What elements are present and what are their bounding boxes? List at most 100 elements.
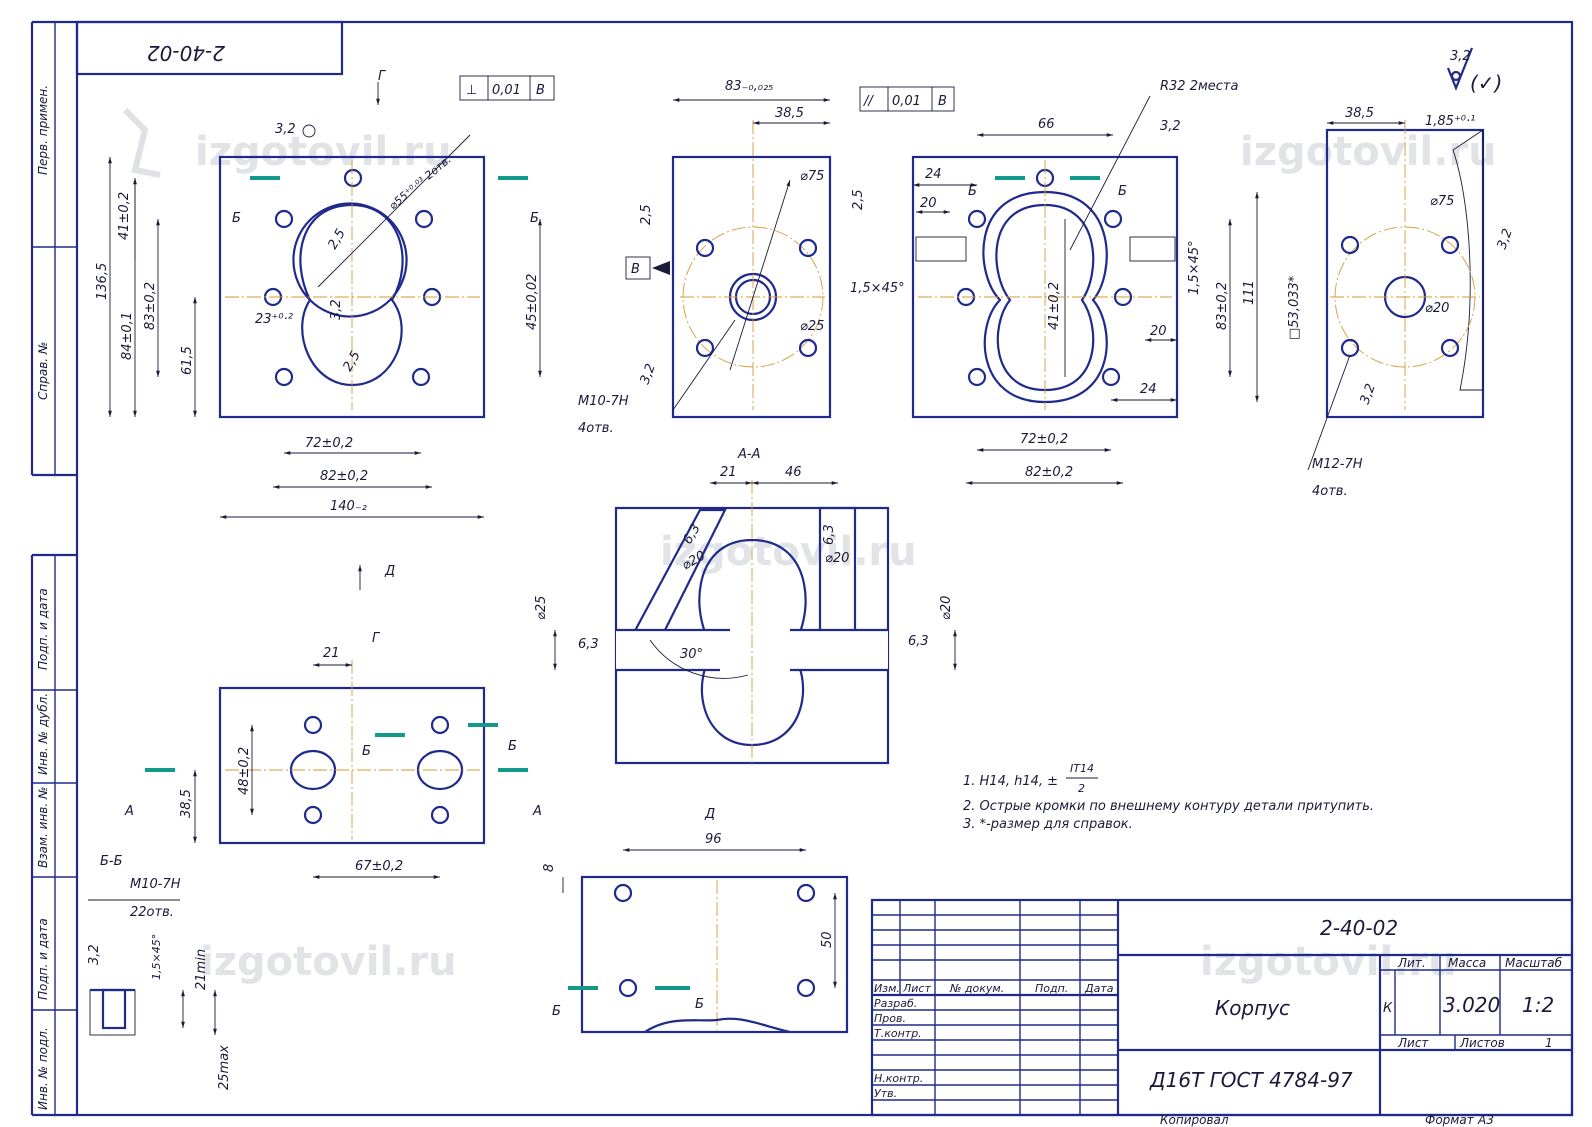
tb-row-tech-control: Т.контр. [874, 1027, 922, 1040]
dim: 21 [323, 646, 340, 661]
dim: □53,033* [1287, 275, 1302, 340]
section-bb: Б-Б M10-7H 22отв. 3,2 1,5×45° 21min 25ma… [87, 854, 232, 1090]
dim: 38,5 [179, 789, 194, 818]
label-g: Г [378, 69, 387, 84]
dim: ⌀20 [939, 596, 954, 620]
tb-scale-label: Масштаб [1505, 956, 1563, 970]
label-b: Б [552, 1004, 561, 1019]
view-d-arrow-label: Д [384, 564, 395, 579]
dim: 3,2 [1160, 119, 1181, 134]
dim: 3,2 [87, 944, 102, 965]
dim: 66 [1038, 117, 1055, 132]
dim: 21 [720, 465, 737, 480]
stamp-orig-inv: Инв. № подл. [36, 1027, 50, 1110]
tb-sheet-label: Лист [1397, 1036, 1429, 1050]
dim: 23⁺⁰·² [255, 312, 293, 327]
view-back-plate: Б Б 66 R32 2места 3,2 24 20 1,5×45° 1,5×… [850, 79, 1259, 485]
tb-mass-label: Масса [1448, 956, 1486, 970]
tb-col-list: Лист [902, 982, 931, 995]
dim: 38,5 [1345, 106, 1374, 121]
dim: ⌀75 [1430, 194, 1454, 209]
label-b: Б [362, 744, 371, 759]
note-1-denominator: 2 [1078, 782, 1085, 795]
stamp-replace-inv: Взам. инв. № [36, 787, 50, 868]
tb-scale-value: 1:2 [1522, 993, 1554, 1017]
tb-mass-value: 3.020 [1443, 993, 1500, 1017]
dim: 8 [542, 864, 557, 872]
dim: 24 [1140, 382, 1157, 397]
dim: 22отв. [130, 905, 174, 920]
stamp-first-use: Перв. примен. [36, 85, 50, 175]
dim: 3,2 [1495, 227, 1516, 252]
corner-drawing-number: 2-40-02 [147, 41, 225, 65]
tb-col-date: Дата [1084, 982, 1114, 995]
dim: 41±0,2 [117, 192, 132, 240]
side-stamps: Перв. примен. Справ. № Подп. и дата Инв.… [36, 85, 50, 1110]
dim: ⌀20 [1425, 301, 1449, 316]
tb-col-doc: № докум. [949, 982, 1004, 995]
stamp-sign-date: Подп. и дата [36, 588, 50, 670]
tb-part-name: Корпус [1215, 996, 1290, 1020]
tb-format-label: Формат [1425, 1113, 1475, 1127]
tb-col-sign: Подп. [1035, 982, 1068, 995]
dim: 3,2 [638, 362, 659, 387]
dim: ⌀25 [534, 596, 549, 620]
dim: 72±0,2 [1020, 432, 1068, 447]
dim: 30° [680, 647, 703, 662]
view-g-label: Г [372, 631, 381, 646]
dim: 46 [785, 465, 802, 480]
tb-lit-label: Лит. [1397, 956, 1426, 970]
dim: 6,3 [908, 634, 929, 649]
label-b: Б [968, 184, 977, 199]
perp-symbol: ⊥ [466, 83, 477, 98]
dim: M10-7H [578, 394, 629, 409]
dim: 1,85⁺⁰·¹ [1425, 114, 1475, 129]
corner-number-box [75, 20, 344, 76]
dim: 24 [925, 167, 942, 182]
dim: 45±0,02 [525, 274, 540, 330]
dim: 41±0,2 [1047, 282, 1062, 330]
dim: 20 [1150, 324, 1167, 339]
tb-lit-value: К [1383, 1001, 1393, 1016]
dim: 96 [705, 832, 722, 847]
section-aa-label: А-А [737, 447, 760, 462]
dim: 6,3 [578, 637, 599, 652]
watermark-group: izgotovil.ru izgotovil.ru izgotovil.ru i… [122, 107, 1497, 985]
label-b: Б [530, 211, 539, 226]
stamp-sign-date-2: Подп. и дата [36, 918, 50, 1000]
tb-drawing-number: 2-40-02 [1320, 916, 1398, 940]
technical-notes: 1. H14, h14, ± IT14 2 2. Острые кромки п… [963, 762, 1374, 832]
roughness-general: (✓) [1470, 71, 1502, 95]
dim: 1,5×45° [1187, 240, 1202, 295]
dim: 83±0,2 [143, 282, 158, 330]
label-a: А [124, 804, 134, 819]
dim: 25max [217, 1045, 232, 1090]
label-b: Б [695, 997, 704, 1012]
note-2: 2. Острые кромки по внешнему контуру дет… [963, 799, 1374, 814]
watermark-text: izgotovil.ru [195, 129, 452, 175]
note-3: 3. *-размер для справок. [963, 817, 1133, 832]
dim: M12-7H [1312, 457, 1363, 472]
dim: 4отв. [578, 421, 614, 436]
tb-copied: Копировал [1160, 1113, 1229, 1127]
dim: 140₋₂ [330, 499, 367, 514]
dim: 2,5 [325, 227, 348, 252]
view-d-label: Д [704, 807, 715, 822]
dim: 67±0,2 [355, 859, 403, 874]
dim: ⌀75 [800, 169, 824, 184]
view-d: Б Б Д 96 8 50 [542, 807, 849, 1034]
note-1-prefix: 1. H14, h14, ± [963, 774, 1058, 789]
par-symbol: // [863, 94, 874, 109]
dim: ⌀25 [800, 319, 824, 334]
dim: 136,5 [95, 263, 110, 300]
roughness-value: 3,2 [1450, 49, 1471, 64]
dim: M10-7H [130, 877, 181, 892]
dim: 21min [194, 949, 209, 990]
section-bb-label: Б-Б [100, 854, 123, 869]
dim: 2,5 [851, 189, 866, 210]
dim: 4отв. [1312, 484, 1348, 499]
tb-row-norm-control: Н.контр. [874, 1072, 923, 1085]
dim: 111 [1242, 280, 1257, 305]
label-b: Б [232, 211, 241, 226]
dim: ⌀20 [825, 551, 849, 566]
